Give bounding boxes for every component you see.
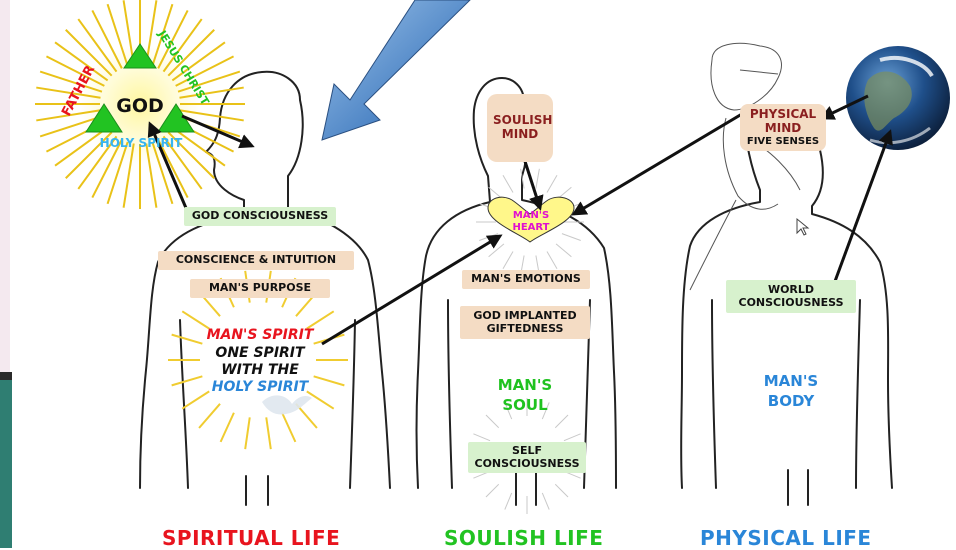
heart-ray bbox=[547, 175, 557, 192]
self-ray bbox=[473, 434, 490, 441]
mans-heart-label: MAN'S HEART bbox=[496, 210, 566, 233]
self-ray bbox=[486, 484, 499, 497]
spirit-ray bbox=[221, 413, 234, 442]
self-consciousness-label: SELF CONSCIOUSNESS bbox=[468, 442, 586, 473]
self-ray bbox=[486, 415, 499, 428]
giftedness-line2: GIFTEDNESS bbox=[464, 323, 586, 336]
giftedness-line1: GOD IMPLANTED bbox=[464, 310, 586, 323]
self-ray bbox=[564, 434, 581, 441]
heart-ray bbox=[489, 244, 504, 257]
soulish-mind-line1: SOULISH bbox=[493, 114, 547, 128]
soulish-life-footer: SOULISH LIFE bbox=[444, 526, 603, 550]
spirit-ray bbox=[282, 413, 295, 442]
self-ray bbox=[505, 493, 512, 510]
mans-spirit-label: MAN'S SPIRIT bbox=[190, 327, 330, 343]
conscience-intuition-label: CONSCIENCE & INTUITION bbox=[158, 251, 354, 270]
mans-emotions-label: MAN'S EMOTIONS bbox=[462, 270, 590, 289]
mans-heart-line2: HEART bbox=[496, 222, 566, 234]
self-consciousness-line2: CONSCIOUSNESS bbox=[474, 458, 580, 471]
god-implanted-giftedness-label: GOD IMPLANTED GIFTEDNESS bbox=[460, 306, 590, 339]
mans-soul-label: MAN'S SOUL bbox=[478, 376, 572, 415]
world-consciousness-line1: WORLD bbox=[730, 284, 852, 297]
heart-ray bbox=[547, 251, 557, 268]
mans-soul-line2: SOUL bbox=[478, 396, 572, 416]
one-spirit-label: ONE SPIRIT bbox=[190, 345, 330, 361]
god-label: GOD bbox=[104, 96, 176, 118]
physical-mind-label: PHYSICAL MIND FIVE SENSES bbox=[740, 104, 826, 151]
mans-heart-line1: MAN'S bbox=[496, 210, 566, 222]
self-consciousness-line1: SELF bbox=[474, 445, 580, 458]
spirit-ray bbox=[245, 417, 250, 449]
self-ray bbox=[555, 415, 568, 428]
soulish-mind-label: SOULISH MIND bbox=[487, 94, 553, 162]
mans-purpose-label: MAN'S PURPOSE bbox=[190, 279, 330, 298]
physical-mind-line1: PHYSICAL bbox=[742, 108, 824, 122]
heart-ray bbox=[503, 175, 513, 192]
spiritual-life-footer: SPIRITUAL LIFE bbox=[162, 526, 340, 550]
mans-body-line1: MAN'S bbox=[744, 372, 838, 392]
dove-icon bbox=[262, 395, 312, 414]
descending-blue-arrow bbox=[322, 0, 470, 140]
physical-mind-line2: MIND bbox=[742, 122, 824, 136]
holy-spirit-body-label: HOLY SPIRIT bbox=[190, 379, 330, 395]
mans-body-label: MAN'S BODY bbox=[744, 372, 838, 411]
spirit-ray bbox=[199, 404, 220, 428]
self-ray bbox=[542, 493, 549, 510]
mans-soul-line1: MAN'S bbox=[478, 376, 572, 396]
god-consciousness-label: GOD CONSCIOUSNESS bbox=[184, 207, 336, 226]
mans-body-line2: BODY bbox=[744, 392, 838, 412]
world-consciousness-label: WORLD CONSCIOUSNESS bbox=[726, 280, 856, 313]
arrow-world-to-earth bbox=[834, 132, 890, 284]
self-ray bbox=[555, 484, 568, 497]
heart-ray bbox=[536, 169, 539, 189]
spirit-ray bbox=[266, 417, 271, 449]
holy-spirit-triangle-label: HOLY SPIRIT bbox=[88, 137, 194, 151]
physical-brain-sketch bbox=[690, 43, 800, 290]
physical-life-footer: PHYSICAL LIFE bbox=[700, 526, 872, 550]
heart-ray bbox=[562, 234, 581, 241]
five-senses-label: FIVE SENSES bbox=[742, 136, 824, 148]
with-the-label: WITH THE bbox=[190, 362, 330, 378]
heart-ray bbox=[556, 244, 571, 257]
world-consciousness-line2: CONSCIOUSNESS bbox=[730, 297, 852, 310]
soulish-mind-line2: MIND bbox=[493, 128, 547, 142]
heart-ray bbox=[503, 251, 513, 268]
mouse-cursor-icon bbox=[797, 219, 808, 235]
